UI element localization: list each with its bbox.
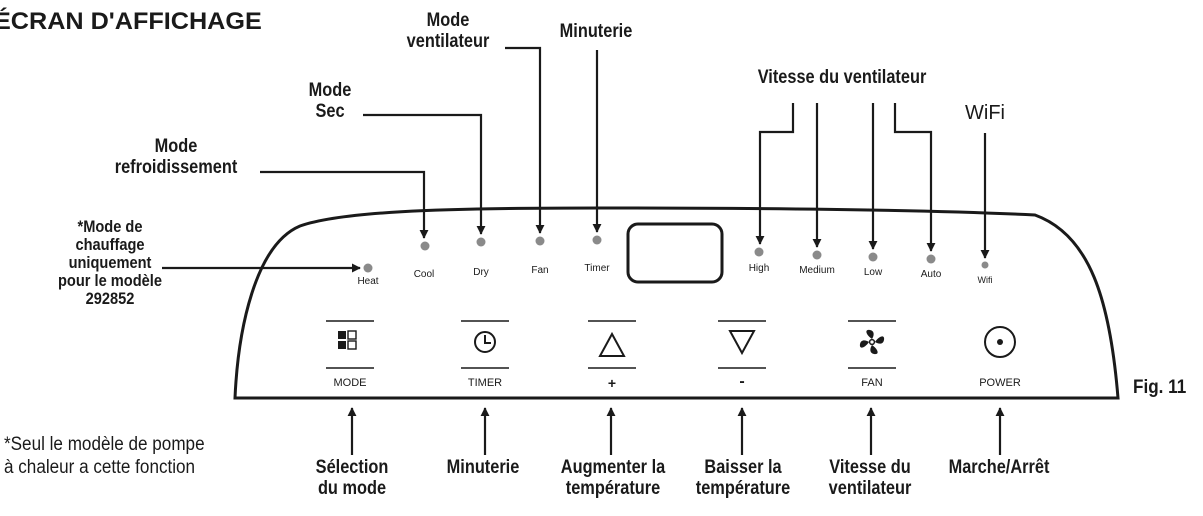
triangle-down-icon — [728, 330, 756, 356]
indicator-leds — [363, 235, 989, 273]
button-separators — [326, 320, 896, 369]
diagram-title: ÉCRAN D'AFFICHAGE — [0, 8, 262, 35]
fan-icon — [859, 329, 885, 355]
leader-mode-ventilateur — [505, 46, 545, 234]
indicator-label-low: Low — [863, 267, 883, 278]
indicator-label-timer: Timer — [584, 263, 610, 274]
low-led — [868, 252, 878, 262]
leader-vitesse-auto — [893, 103, 936, 252]
indicator-label-cool: Cool — [413, 269, 435, 280]
indicator-label-fan: Fan — [531, 265, 549, 276]
callout-mode-chauffage: *Mode de chauffage uniquement pour le mo… — [58, 217, 162, 308]
timer-led — [592, 235, 602, 245]
callout-wifi: WiFi — [965, 102, 1005, 124]
plus-button-label[interactable]: + — [607, 375, 617, 391]
auto-led — [926, 254, 936, 264]
dry-led — [476, 237, 486, 247]
power-button-label[interactable]: POWER — [979, 377, 1021, 389]
high-led — [754, 247, 764, 257]
heat-led — [363, 263, 373, 273]
control-panel-outline — [233, 206, 1120, 400]
clock-icon — [474, 331, 496, 353]
fan-button-label[interactable]: FAN — [861, 377, 883, 389]
indicator-label-auto: Auto — [920, 269, 942, 280]
timer-button-label[interactable]: TIMER — [467, 377, 503, 389]
indicator-label-high: High — [748, 263, 770, 274]
triangle-up-icon — [598, 331, 626, 357]
callout-selection-mode: Sélection du mode — [315, 457, 389, 499]
leader-mode-sec — [363, 113, 486, 235]
figure-label: Fig. 11 — [1133, 377, 1187, 398]
callout-minuterie-bottom: Minuterie — [446, 457, 520, 478]
center-display-window — [626, 222, 724, 284]
callout-mode-ventilateur: Mode ventilateur — [406, 10, 490, 52]
leader-mode-refroidissement — [260, 170, 429, 239]
callout-minuterie-top: Minuterie — [559, 21, 633, 42]
indicator-label-medium: Medium — [799, 265, 835, 276]
callout-vitesse: Vitesse du ventilateur — [828, 457, 912, 499]
wifi-led — [981, 261, 989, 269]
indicator-label-dry: Dry — [473, 267, 489, 278]
mode-button-label[interactable]: MODE — [333, 377, 367, 389]
cool-led — [420, 241, 430, 251]
medium-led — [812, 250, 822, 260]
leader-vitesse-high — [755, 103, 795, 245]
fan-led — [535, 236, 545, 246]
callout-vitesse-ventilateur: Vitesse du ventilateur — [757, 67, 927, 88]
indicator-label-heat: Heat — [357, 276, 379, 287]
mode-icon — [338, 330, 357, 350]
indicator-label-wifi: Wifi — [977, 275, 993, 285]
callout-mode-refroidissement: Mode refroidissement — [114, 136, 238, 178]
minus-button-label[interactable]: - — [739, 373, 745, 390]
callout-augmenter: Augmenter la température — [560, 457, 666, 499]
footnote: *Seul le modèle de pompe à chaleur a cet… — [4, 434, 205, 478]
power-icon — [984, 326, 1016, 358]
callout-baisser: Baisser la température — [695, 457, 791, 499]
callout-mode-sec: Mode Sec — [308, 80, 352, 122]
callout-marche-arret: Marche/Arrêt — [948, 457, 1050, 478]
